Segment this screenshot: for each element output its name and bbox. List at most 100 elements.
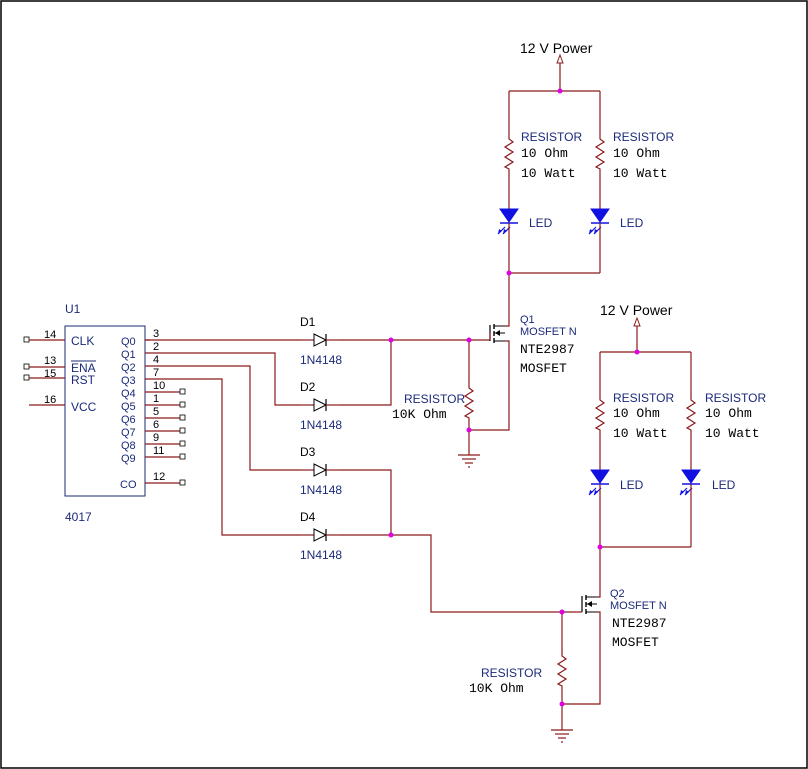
pin-number: 14 xyxy=(44,329,56,341)
diode-ref: D3 xyxy=(300,445,316,459)
ic-u1-pin-q7: Q7 6 xyxy=(121,419,186,439)
junction-dot xyxy=(388,532,394,538)
pin-name: Q1 xyxy=(121,349,136,361)
junction-dot xyxy=(559,701,565,707)
ic-u1-pin-q9: Q9 11 xyxy=(121,445,186,465)
pin-number: 15 xyxy=(44,368,56,380)
pin-name: CLK xyxy=(71,334,94,348)
resistor-value: 10K Ohm xyxy=(392,407,447,422)
led-label: LED xyxy=(712,478,736,492)
diode-part: 1N4148 xyxy=(300,353,342,367)
ic-u1-pin-clk: 14 CLK xyxy=(23,329,94,348)
led-1a: LED xyxy=(497,208,553,273)
led-label: LED xyxy=(620,478,644,492)
diode-part: 1N4148 xyxy=(300,548,342,562)
pin-number: 12 xyxy=(153,471,165,483)
ic-u1-pin-q1: Q1 2 xyxy=(121,341,159,361)
pin-number: 1 xyxy=(153,393,159,405)
mosfet-type: MOSFET N xyxy=(520,326,577,338)
ic-u1: U1 4017 14 CLK 13 ENA 15 RST 16 VCC xyxy=(23,302,186,524)
pin-name: Q4 xyxy=(121,388,136,400)
mosfet-ref: Q2 xyxy=(610,588,625,600)
mosfet-q2: Q2 MOSFET N NTE2987 MOSFET xyxy=(562,547,667,705)
junction-dot xyxy=(466,427,472,433)
pin-number: 10 xyxy=(153,380,165,392)
pin-number: 11 xyxy=(153,445,164,457)
mosfet-desc: MOSFET xyxy=(612,635,659,650)
load-resistor-1a: RESISTOR 10 Ohm 10 Watt xyxy=(504,130,582,209)
load-resistor-2b: RESISTOR 10 Ohm 10 Watt xyxy=(686,391,766,470)
q-output-wires xyxy=(145,339,300,536)
resistor-name: RESISTOR xyxy=(613,130,674,144)
load-resistor-2a: RESISTOR 10 Ohm 10 Watt xyxy=(595,391,674,470)
mosfet-part: NTE2987 xyxy=(612,616,667,631)
resistor-name: RESISTOR xyxy=(404,392,465,406)
ic-u1-body xyxy=(64,325,146,497)
pin-name: Q5 xyxy=(121,401,136,413)
power-supply-1: 12 V Power xyxy=(508,40,601,131)
ic-u1-pin-q4: Q4 10 xyxy=(121,380,186,400)
junction-dot xyxy=(506,270,512,276)
mosfet-ref: Q1 xyxy=(520,314,535,326)
junction-dot xyxy=(559,609,565,615)
pin-name: ENA xyxy=(71,361,96,375)
pin-name: Q9 xyxy=(121,453,136,465)
resistor-name: RESISTOR xyxy=(481,666,542,680)
led-1b: LED xyxy=(588,208,644,273)
led-label: LED xyxy=(620,216,644,230)
ic-u1-ref: U1 xyxy=(65,302,81,316)
ic-u1-pin-q5: Q5 1 xyxy=(121,393,186,413)
pin-number: 9 xyxy=(153,432,159,444)
diode-d4: D4 1N4148 xyxy=(299,510,342,562)
ic-u1-pin-q0: Q0 3 xyxy=(121,328,159,348)
pin-name: Q6 xyxy=(121,414,136,426)
diode-part: 1N4148 xyxy=(300,483,342,497)
pin-number: 7 xyxy=(153,367,159,379)
ic-u1-pin-vcc: 16 VCC xyxy=(29,394,97,414)
ic-u1-pin-q3: Q3 7 xyxy=(121,367,159,387)
pin-number: 16 xyxy=(44,394,56,406)
resistor-name: RESISTOR xyxy=(705,391,766,405)
pin-number: 6 xyxy=(153,419,159,431)
mosfet-part: NTE2987 xyxy=(520,342,575,357)
resistor-value: 10K Ohm xyxy=(469,681,524,696)
pin-number: 13 xyxy=(44,355,56,367)
pin-name: Q7 xyxy=(121,427,136,439)
power-label: 12 V Power xyxy=(600,302,673,318)
junction-dot xyxy=(597,544,603,550)
diode-ref: D1 xyxy=(300,315,316,329)
diode-ref: D4 xyxy=(300,510,316,524)
resistor-power: 10 Watt xyxy=(613,166,668,181)
ic-u1-part: 4017 xyxy=(65,510,92,524)
diode-d3: D3 1N4148 xyxy=(299,445,342,497)
led-2b: LED xyxy=(679,469,736,547)
ic-u1-pin-rst: 15 RST xyxy=(23,368,96,387)
pulldown-resistor-2: RESISTOR 10K Ohm xyxy=(469,612,574,743)
pin-name: VCC xyxy=(71,400,97,414)
ic-u1-pin-q8: Q8 9 xyxy=(121,432,186,452)
diode-d2: D2 1N4148 xyxy=(299,380,342,432)
pulldown-resistor-1: RESISTOR 10K Ohm xyxy=(392,340,481,468)
mosfet-q1: Q1 MOSFET N NTE2987 MOSFET xyxy=(469,273,577,431)
diode-part: 1N4148 xyxy=(300,418,342,432)
pin-number: 3 xyxy=(153,328,159,340)
diode-d1: D1 1N4148 xyxy=(299,315,342,367)
diode-ref: D2 xyxy=(300,380,316,394)
pin-number: 2 xyxy=(153,341,159,353)
pin-name: Q0 xyxy=(121,336,136,348)
resistor-value: 10 Ohm xyxy=(521,146,568,161)
ic-u1-pin-ena: 13 ENA xyxy=(23,355,96,375)
pin-name: Q8 xyxy=(121,440,136,452)
ic-u1-pin-co: CO 12 xyxy=(120,471,186,491)
resistor-name: RESISTOR xyxy=(613,391,674,405)
resistor-power: 10 Watt xyxy=(705,426,760,441)
mosfet-type: MOSFET N xyxy=(610,600,667,612)
pin-name: Q2 xyxy=(121,362,136,374)
pin-name: RST xyxy=(71,373,96,387)
ic-u1-pin-q6: Q6 5 xyxy=(121,406,186,426)
resistor-value: 10 Ohm xyxy=(613,406,660,421)
load-resistor-1b: RESISTOR 10 Ohm 10 Watt xyxy=(595,130,674,209)
power-supply-2: 12 V Power xyxy=(599,302,692,392)
